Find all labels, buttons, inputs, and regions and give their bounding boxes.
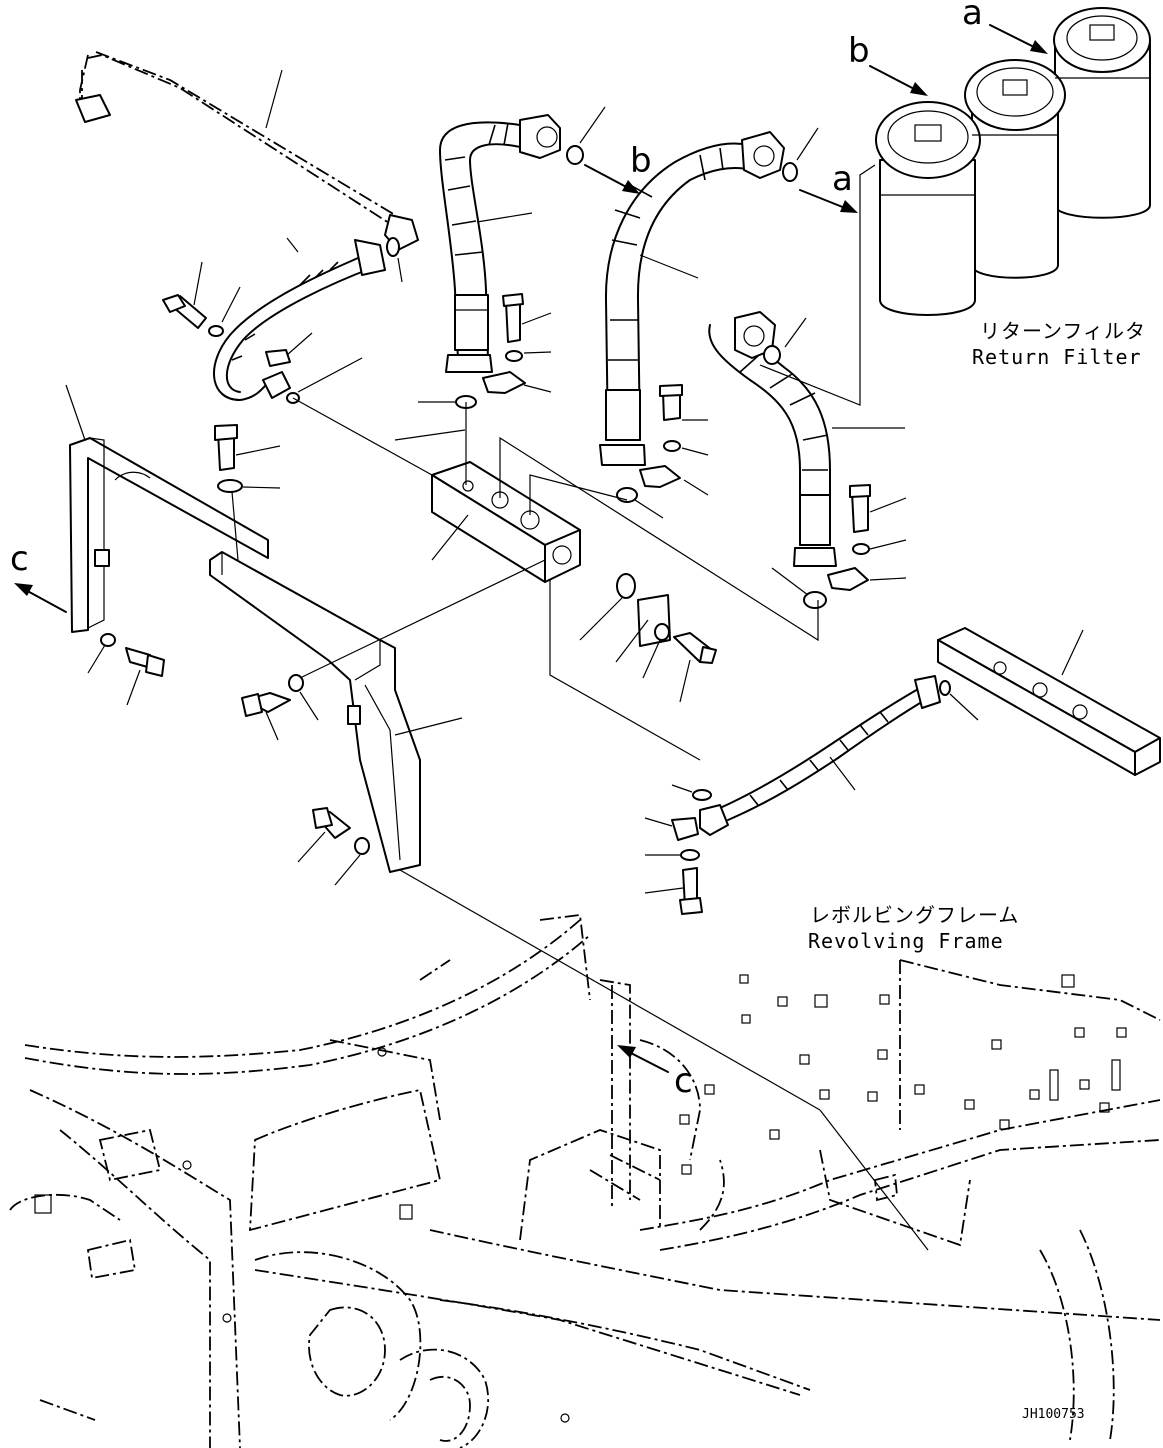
text-labels: リターンフィルタ Return Filter レボルビングフレーム Revolv…: [10, 0, 1146, 1422]
revolving-frame: [9, 869, 1161, 1448]
lower-hose: [644, 627, 1161, 915]
marker-a-top: a: [962, 0, 983, 33]
drawing-code: JH100753: [1022, 1407, 1085, 1422]
hose-center: [599, 127, 819, 519]
hose-center-left: [418, 106, 606, 409]
frame-fasteners: [34, 974, 1127, 1220]
return-filter-jp-label: リターンフィルタ: [980, 319, 1146, 343]
cover-plate: [579, 573, 717, 703]
marker-c-left: c: [10, 539, 29, 579]
left-bracket: [65, 384, 546, 886]
return-filter-en-label: Return Filter: [972, 345, 1142, 369]
revolving-frame-jp-label: レボルビングフレーム: [810, 903, 1019, 927]
marker-b-top: b: [848, 31, 870, 71]
revolving-frame-en-label: Revolving Frame: [808, 929, 1004, 953]
return-filters: [759, 7, 1151, 406]
marker-b-mid: b: [630, 141, 652, 181]
manifold-block: [292, 397, 819, 761]
marker-a-mid: a: [832, 159, 853, 199]
small-hose-left: [162, 237, 403, 404]
upper-tube: [75, 51, 419, 251]
marker-c-bottom: c: [674, 1061, 693, 1101]
hose-right: [708, 311, 907, 609]
view-arrows: [14, 24, 1048, 1073]
